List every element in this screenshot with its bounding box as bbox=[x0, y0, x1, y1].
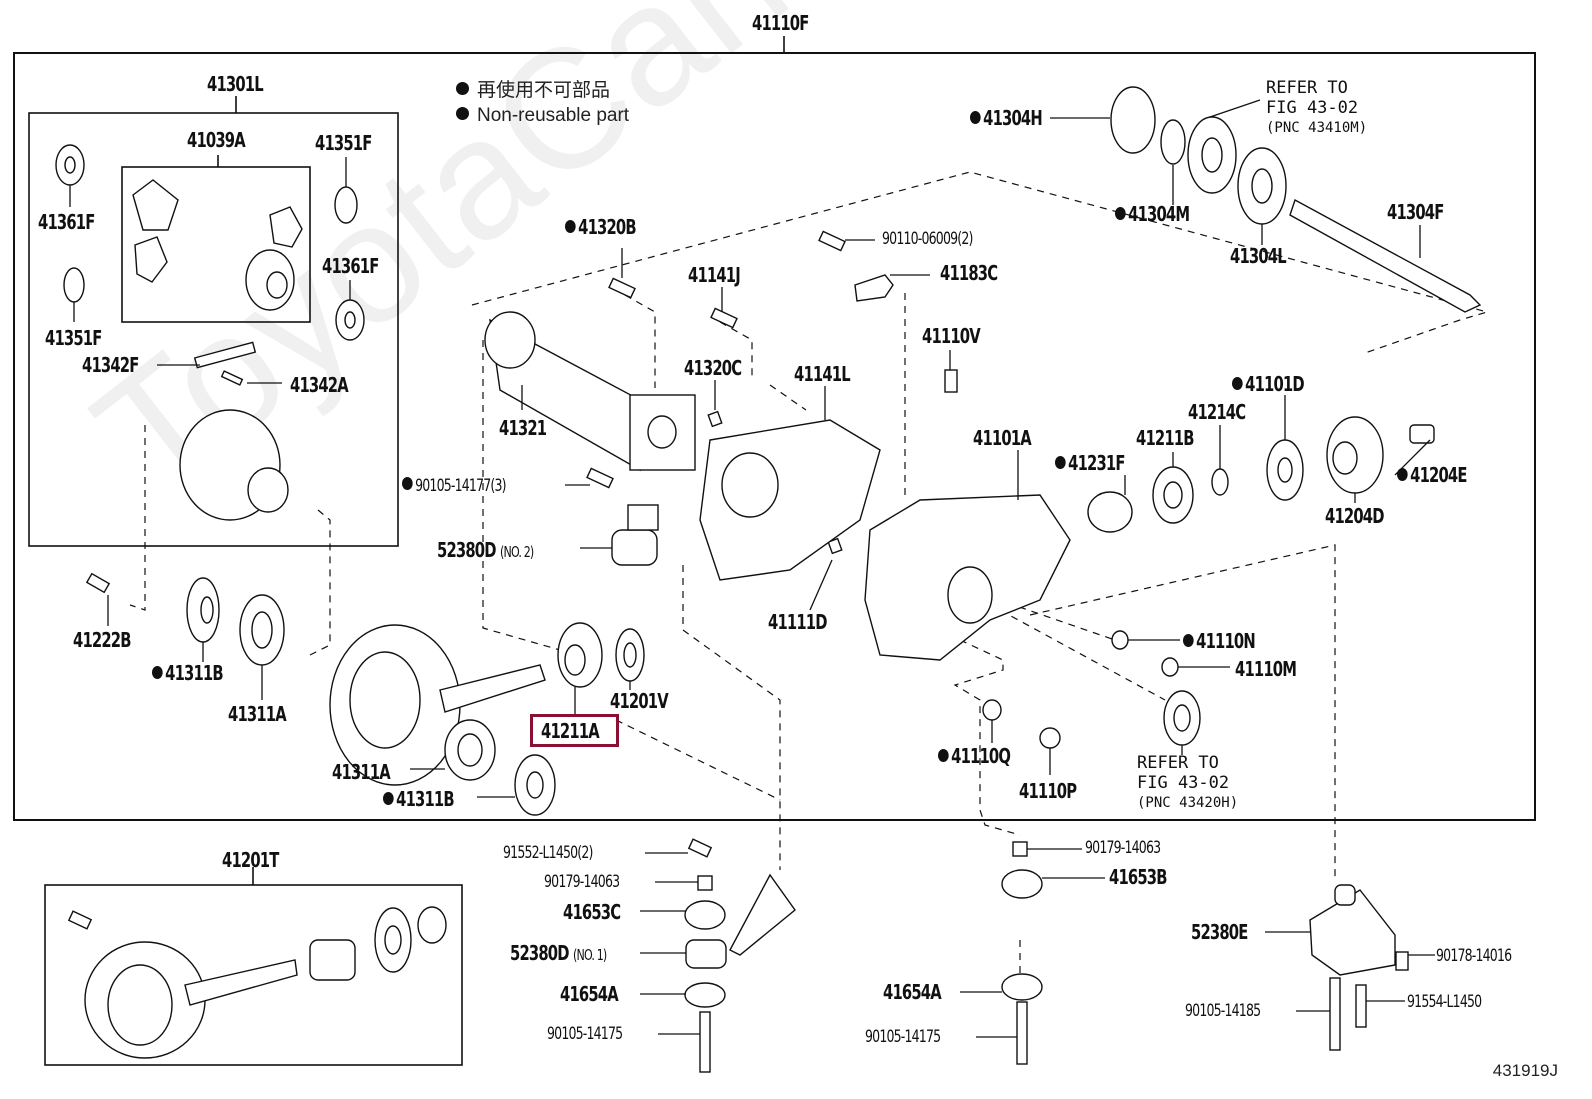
reference-note-43410M[interactable]: REFER TO FIG 43-02 (PNC 43410M) bbox=[1266, 78, 1368, 136]
part-label-41231F[interactable]: 41231F bbox=[1055, 453, 1125, 473]
part-label-90105-14177[interactable]: 90105-14177(3) bbox=[402, 477, 507, 495]
part-label-41351F[interactable]: 41351F bbox=[315, 131, 372, 155]
figure-number: 431919J bbox=[1492, 1061, 1558, 1080]
part-label-41141L[interactable]: 41141L bbox=[794, 362, 851, 386]
part-label-91554-L1450[interactable]: 91554-L1450 bbox=[1407, 992, 1482, 1012]
part-label-90105-14175[interactable]: 90105-14175 bbox=[547, 1024, 623, 1044]
non-reusable-dot-icon bbox=[1115, 207, 1126, 220]
part-label-41304F[interactable]: 41304F bbox=[1387, 200, 1444, 224]
part-label-41222B[interactable]: 41222B bbox=[73, 628, 131, 652]
part-label-41204D[interactable]: 41204D bbox=[1325, 504, 1384, 528]
part-label-41320B[interactable]: 41320B bbox=[565, 217, 637, 237]
part-label-41342A[interactable]: 41342A bbox=[290, 373, 349, 397]
part-label-41361F[interactable]: 41361F bbox=[38, 210, 95, 234]
part-label-41111D[interactable]: 41111D bbox=[768, 610, 827, 634]
part-label-41204E[interactable]: 41204E bbox=[1397, 465, 1467, 485]
part-label-41654A[interactable]: 41654A bbox=[883, 980, 942, 1004]
part-label-41183C[interactable]: 41183C bbox=[940, 261, 998, 285]
part-label-52380D-no2[interactable]: 52380D (NO. 2) bbox=[437, 538, 534, 562]
non-reusable-dot-icon bbox=[456, 107, 469, 120]
part-label-41101D[interactable]: 41101D bbox=[1232, 374, 1305, 394]
pinion-kit-frame bbox=[121, 166, 311, 323]
part-label-41311B[interactable]: 41311B bbox=[383, 789, 455, 809]
part-label-41320C[interactable]: 41320C bbox=[684, 356, 742, 380]
part-label-41110Q[interactable]: 41110Q bbox=[938, 746, 1011, 766]
non-reusable-dot-icon bbox=[383, 792, 394, 805]
part-label-90178-14016[interactable]: 90178-14016 bbox=[1436, 946, 1512, 966]
legend: 再使用不可部品 Non-reusable part bbox=[456, 78, 629, 128]
highlight-box bbox=[530, 714, 619, 747]
non-reusable-dot-icon bbox=[456, 82, 469, 95]
part-label-90105-14185[interactable]: 90105-14185 bbox=[1185, 1001, 1261, 1021]
part-label-52380D-no1[interactable]: 52380D (NO. 1) bbox=[510, 941, 607, 965]
part-label-41214C[interactable]: 41214C bbox=[1188, 400, 1246, 424]
part-label-41304H[interactable]: 41304H bbox=[970, 108, 1043, 128]
part-label-41361F[interactable]: 41361F bbox=[322, 254, 379, 278]
part-label-41211B[interactable]: 41211B bbox=[1136, 426, 1194, 450]
part-label-41039A[interactable]: 41039A bbox=[187, 128, 246, 152]
part-label-41653C[interactable]: 41653C bbox=[563, 900, 621, 924]
assembly-frame bbox=[13, 52, 1536, 821]
reference-note-43420H[interactable]: REFER TO FIG 43-02 (PNC 43420H) bbox=[1137, 753, 1239, 811]
part-label-41321[interactable]: 41321 bbox=[499, 416, 547, 440]
part-label-41201T[interactable]: 41201T bbox=[222, 848, 279, 872]
part-label-41653B[interactable]: 41653B bbox=[1109, 865, 1167, 889]
non-reusable-dot-icon bbox=[565, 220, 576, 233]
non-reusable-dot-icon bbox=[1232, 377, 1243, 390]
part-label-90110-06009[interactable]: 90110-06009(2) bbox=[882, 229, 973, 249]
part-label-41110F[interactable]: 41110F bbox=[752, 11, 809, 35]
part-label-90179-14063[interactable]: 90179-14063 bbox=[1085, 838, 1161, 858]
part-label-90105-14175[interactable]: 90105-14175 bbox=[865, 1027, 941, 1047]
part-label-41110P[interactable]: 41110P bbox=[1019, 779, 1077, 803]
part-label-41141J[interactable]: 41141J bbox=[688, 263, 741, 287]
part-label-41311A[interactable]: 41311A bbox=[228, 702, 287, 726]
part-label-41351F[interactable]: 41351F bbox=[45, 326, 102, 350]
non-reusable-dot-icon bbox=[1055, 456, 1066, 469]
part-label-41311B[interactable]: 41311B bbox=[152, 663, 224, 683]
non-reusable-dot-icon bbox=[970, 111, 981, 124]
non-reusable-dot-icon bbox=[1397, 468, 1408, 481]
part-label-41211A-highlighted[interactable]: 41211A bbox=[541, 719, 600, 743]
part-label-41201V[interactable]: 41201V bbox=[610, 689, 669, 713]
part-label-41654A[interactable]: 41654A bbox=[560, 982, 619, 1006]
part-label-41110V[interactable]: 41110V bbox=[922, 324, 981, 348]
part-label-91552-L1450[interactable]: 91552-L1450(2) bbox=[503, 843, 593, 863]
non-reusable-dot-icon bbox=[152, 666, 163, 679]
part-label-41110M[interactable]: 41110M bbox=[1235, 657, 1297, 681]
part-label-41110N[interactable]: 41110N bbox=[1183, 631, 1256, 651]
part-label-41342F[interactable]: 41342F bbox=[82, 353, 139, 377]
part-label-41311A[interactable]: 41311A bbox=[332, 760, 391, 784]
non-reusable-dot-icon bbox=[402, 477, 413, 490]
part-label-90179-14063[interactable]: 90179-14063 bbox=[544, 872, 620, 892]
diff-case-kit-frame bbox=[28, 112, 399, 547]
part-label-41101A[interactable]: 41101A bbox=[973, 426, 1032, 450]
legend-row-jp: 再使用不可部品 bbox=[456, 78, 629, 103]
non-reusable-dot-icon bbox=[1183, 634, 1194, 647]
part-label-41304L[interactable]: 41304L bbox=[1230, 244, 1287, 268]
part-label-52380E[interactable]: 52380E bbox=[1191, 920, 1248, 944]
legend-row-en: Non-reusable part bbox=[456, 103, 629, 128]
non-reusable-dot-icon bbox=[938, 749, 949, 762]
part-label-41301L[interactable]: 41301L bbox=[207, 72, 264, 96]
part-label-41304M[interactable]: 41304M bbox=[1115, 204, 1190, 224]
